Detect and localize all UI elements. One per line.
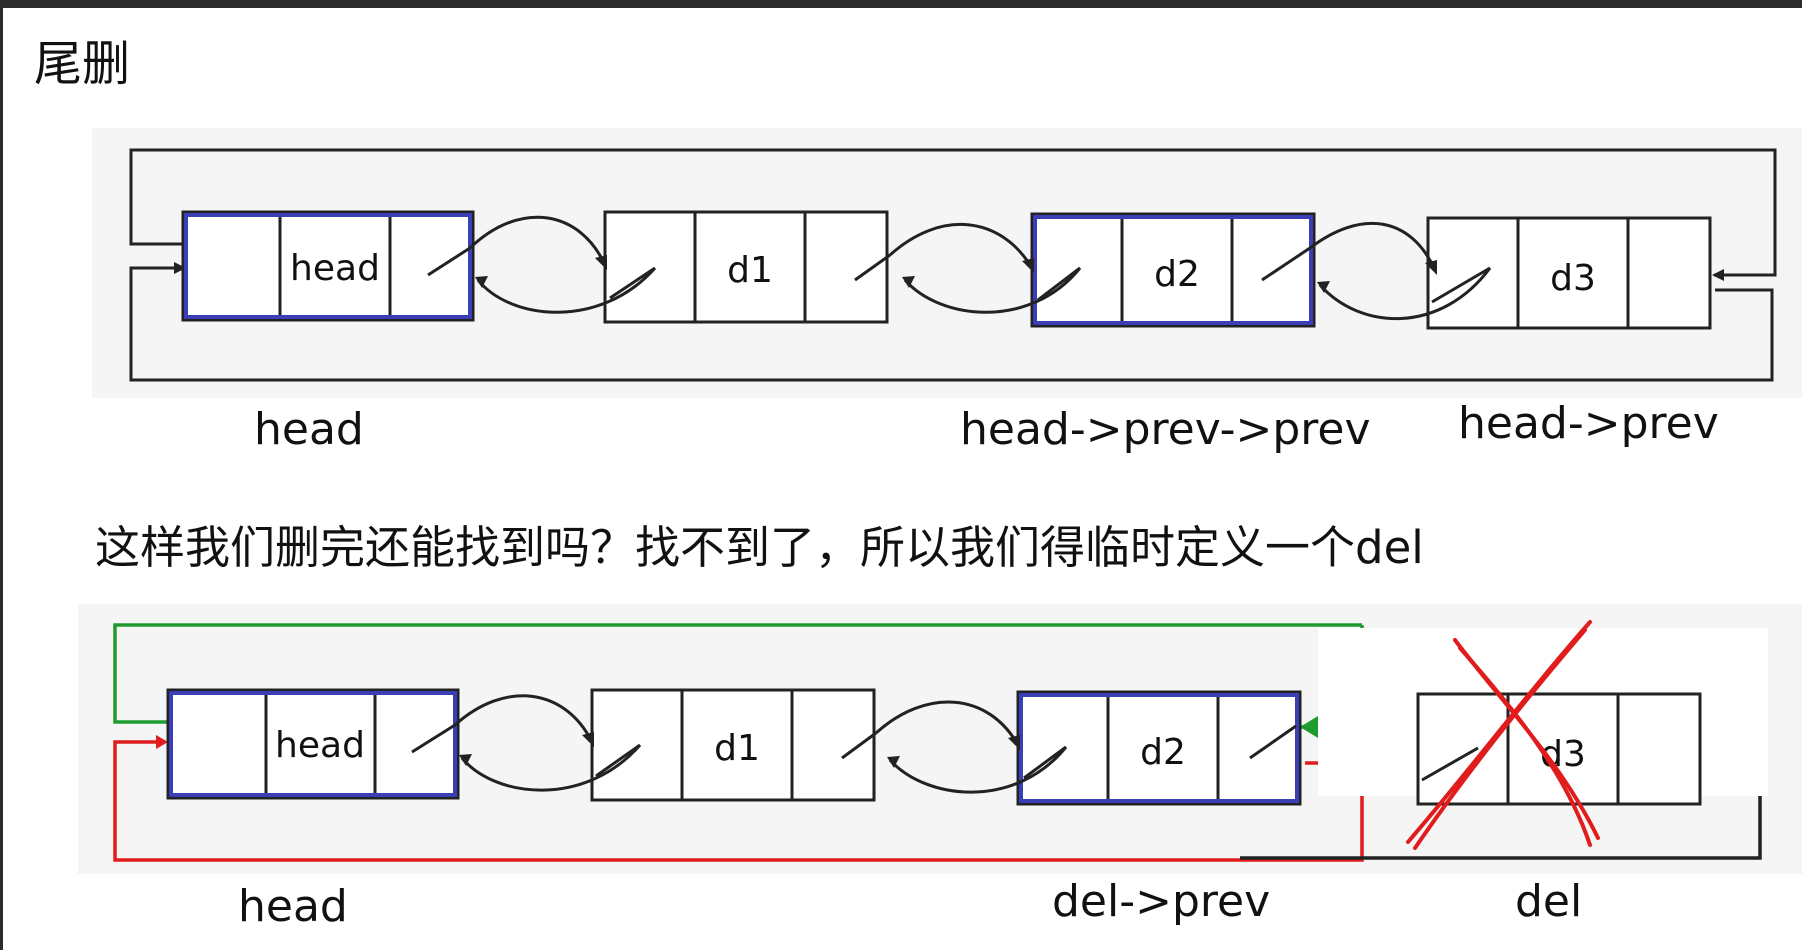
node-d2: d2 [1030, 212, 1316, 328]
node2-d3: d3 [1416, 692, 1702, 806]
link2-d1-d2-next [874, 700, 1020, 746]
link-d2-d3-next [1309, 221, 1437, 271]
node-d1-label: d1 [727, 250, 773, 291]
caption-head-prev-prev: head->prev->prev [960, 404, 1371, 455]
link-d1-d2-next [888, 223, 1034, 269]
arrowhead-d3-next [1712, 269, 1724, 281]
link-d1-head-prev [476, 267, 657, 314]
link-head-d1-next [468, 215, 607, 266]
node2-d2: d2 [1016, 690, 1302, 806]
section-title: 尾删 [34, 36, 131, 92]
caption-head-2: head [238, 881, 348, 932]
caption-head-1: head [254, 404, 364, 455]
arrowhead-head-prev [174, 262, 186, 274]
link2-d1-head-prev [460, 744, 642, 792]
arrowhead-red [156, 735, 168, 749]
question-text: 这样我们删完还能找到吗？找不到了，所以我们得临时定义一个del [95, 521, 1424, 574]
node-d3-label: d3 [1550, 258, 1596, 299]
node2-d1: d1 [590, 688, 877, 802]
link-d2-d1-prev [903, 267, 1082, 314]
node2-head-label: head [275, 725, 365, 766]
ring-wire-top [129, 148, 1777, 277]
caption-del-prev: del->prev [1052, 876, 1271, 927]
caption-del: del [1515, 876, 1583, 927]
arrowhead-green [1300, 716, 1318, 738]
node-head: head [181, 210, 475, 322]
caption-head-prev: head->prev [1458, 398, 1719, 449]
node2-d1-label: d1 [714, 728, 760, 769]
link2-d2-d1-prev [888, 746, 1068, 794]
window-left-border [0, 0, 3, 950]
cross-out-mark [1406, 620, 1600, 850]
ring-wire-bottom [129, 266, 1774, 382]
link2-head-d1-next [453, 694, 594, 743]
node-d1: d1 [603, 210, 891, 324]
node2-d2-label: d2 [1140, 732, 1186, 773]
window-top-bar [0, 0, 1802, 8]
link-d3-d2-prev [1318, 267, 1492, 321]
node-d2-label: d2 [1154, 254, 1200, 295]
node2-head: head [166, 688, 460, 800]
node-d3: d3 [1426, 216, 1712, 330]
node-head-label: head [290, 248, 380, 289]
green-wire-new-prev [113, 623, 1362, 724]
